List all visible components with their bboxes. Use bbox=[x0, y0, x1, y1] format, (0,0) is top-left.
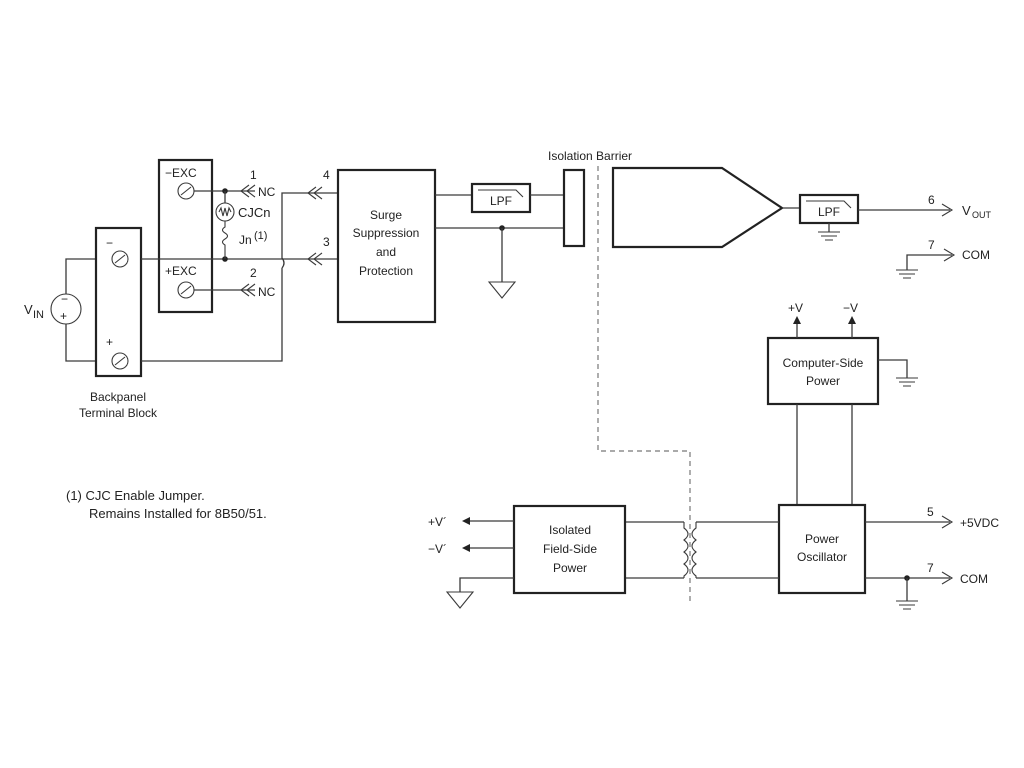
oscillator-line2: Oscillator bbox=[797, 550, 847, 564]
com-top-wire bbox=[906, 254, 952, 270]
ground-triangle-icon bbox=[487, 281, 517, 299]
transformer-icon bbox=[683, 522, 697, 578]
backpanel-minus-label: − bbox=[106, 236, 113, 250]
isolated-field-power-block bbox=[512, 504, 627, 595]
surge-line4: Protection bbox=[359, 264, 413, 278]
jumper-icon bbox=[221, 221, 229, 259]
output-arrow-icon bbox=[941, 203, 954, 217]
minus-v-prime-label: −V´ bbox=[428, 542, 447, 556]
backpanel-terminal-block bbox=[94, 226, 143, 378]
surge-line3: and bbox=[376, 245, 396, 259]
computer-power-line2: Power bbox=[806, 374, 840, 388]
jn-label: Jn bbox=[239, 233, 252, 247]
vout-sub-label: OUT bbox=[972, 210, 992, 220]
voltage-source-icon: − + bbox=[50, 292, 82, 325]
connector-chevron-icon bbox=[240, 184, 256, 198]
ground-icon bbox=[896, 269, 918, 279]
thermistor-icon bbox=[215, 202, 235, 222]
plus-5vdc-label: +5VDC bbox=[960, 516, 999, 530]
oscillator-line1: Power bbox=[805, 532, 839, 546]
ground-icon bbox=[818, 231, 840, 241]
input-lpf-block bbox=[470, 182, 532, 214]
backpanel-plus-label: + bbox=[106, 335, 113, 349]
backpanel-label-line2: Terminal Block bbox=[79, 406, 158, 420]
nc-label-bottom: NC bbox=[258, 285, 276, 299]
svg-text:IN: IN bbox=[33, 309, 44, 321]
isolated-power-line3: Power bbox=[553, 561, 587, 575]
left-arrow-icon bbox=[462, 517, 470, 525]
exc-terminal-block bbox=[157, 158, 214, 314]
ground-icon bbox=[896, 377, 918, 387]
svg-text:V: V bbox=[24, 302, 33, 317]
pin-3-label: 3 bbox=[323, 235, 330, 249]
svg-text:+: + bbox=[60, 309, 67, 323]
footnote-line2: Remains Installed for 8B50/51. bbox=[89, 506, 267, 521]
plus-v-label: +V bbox=[788, 301, 803, 315]
svg-text:−: − bbox=[61, 292, 68, 306]
output-lpf-label: LPF bbox=[818, 205, 840, 219]
pin-7-top-label: 7 bbox=[928, 238, 935, 252]
pin-5-label: 5 bbox=[927, 505, 934, 519]
vout-label: V bbox=[962, 203, 971, 218]
ground-triangle-icon bbox=[445, 591, 475, 609]
isolated-ground-wire bbox=[459, 577, 514, 592]
connector-chevron-icon bbox=[240, 283, 256, 297]
pin-6-label: 6 bbox=[928, 193, 935, 207]
ground-icon bbox=[896, 600, 918, 610]
footnote-line1: (1) CJC Enable Jumper. bbox=[66, 488, 205, 503]
com-bottom-label: COM bbox=[960, 572, 988, 586]
isolated-power-line2: Field-Side bbox=[543, 542, 597, 556]
surge-protection-block bbox=[336, 168, 437, 324]
exc-plus-label: +EXC bbox=[165, 264, 197, 278]
lpf-response-icon bbox=[806, 200, 852, 209]
computer-power-line1: Computer-Side bbox=[783, 356, 864, 370]
minus-v-label: −V bbox=[843, 301, 858, 315]
com-top-label: COM bbox=[962, 248, 990, 262]
jn-note-label: (1) bbox=[254, 230, 267, 242]
computer-power-ground-wire bbox=[878, 359, 908, 378]
output-arrow-icon bbox=[941, 515, 954, 529]
backpanel-label-line1: Backpanel bbox=[90, 390, 146, 404]
isolation-barrier-line bbox=[597, 166, 691, 602]
cjc-label: CJCn bbox=[238, 205, 271, 220]
computer-side-power-block bbox=[766, 336, 880, 406]
output-arrow-icon bbox=[941, 571, 954, 585]
surge-line2: Suppression bbox=[353, 226, 420, 240]
screw-terminal-icon bbox=[111, 250, 129, 268]
up-arrow-icon bbox=[848, 316, 856, 324]
exc-minus-label: −EXC bbox=[165, 166, 197, 180]
output-lpf-block bbox=[798, 193, 860, 225]
input-lpf-label: LPF bbox=[490, 194, 512, 208]
up-arrow-icon bbox=[793, 316, 801, 324]
isolated-power-line1: Isolated bbox=[549, 523, 591, 537]
isolated-amplifier-block bbox=[611, 166, 785, 249]
power-oscillator-block bbox=[777, 503, 867, 595]
left-arrow-icon bbox=[462, 544, 470, 552]
isolation-barrier-block bbox=[562, 168, 586, 248]
output-arrow-icon bbox=[943, 248, 956, 262]
screw-terminal-icon bbox=[111, 352, 129, 370]
surge-line1: Surge bbox=[370, 208, 402, 222]
pin-4-label: 4 bbox=[323, 168, 330, 182]
nc-label-top: NC bbox=[258, 185, 276, 199]
pin-2-label: 2 bbox=[250, 266, 257, 280]
pin-1-label: 1 bbox=[250, 168, 257, 182]
input-plus-wire bbox=[141, 192, 308, 362]
isolation-barrier-label: Isolation Barrier bbox=[548, 149, 632, 163]
lpf-response-icon bbox=[478, 189, 524, 198]
plus-v-prime-label: +V´ bbox=[428, 515, 447, 529]
vin-label: V IN bbox=[24, 302, 44, 321]
pin-7-bottom-label: 7 bbox=[927, 561, 934, 575]
